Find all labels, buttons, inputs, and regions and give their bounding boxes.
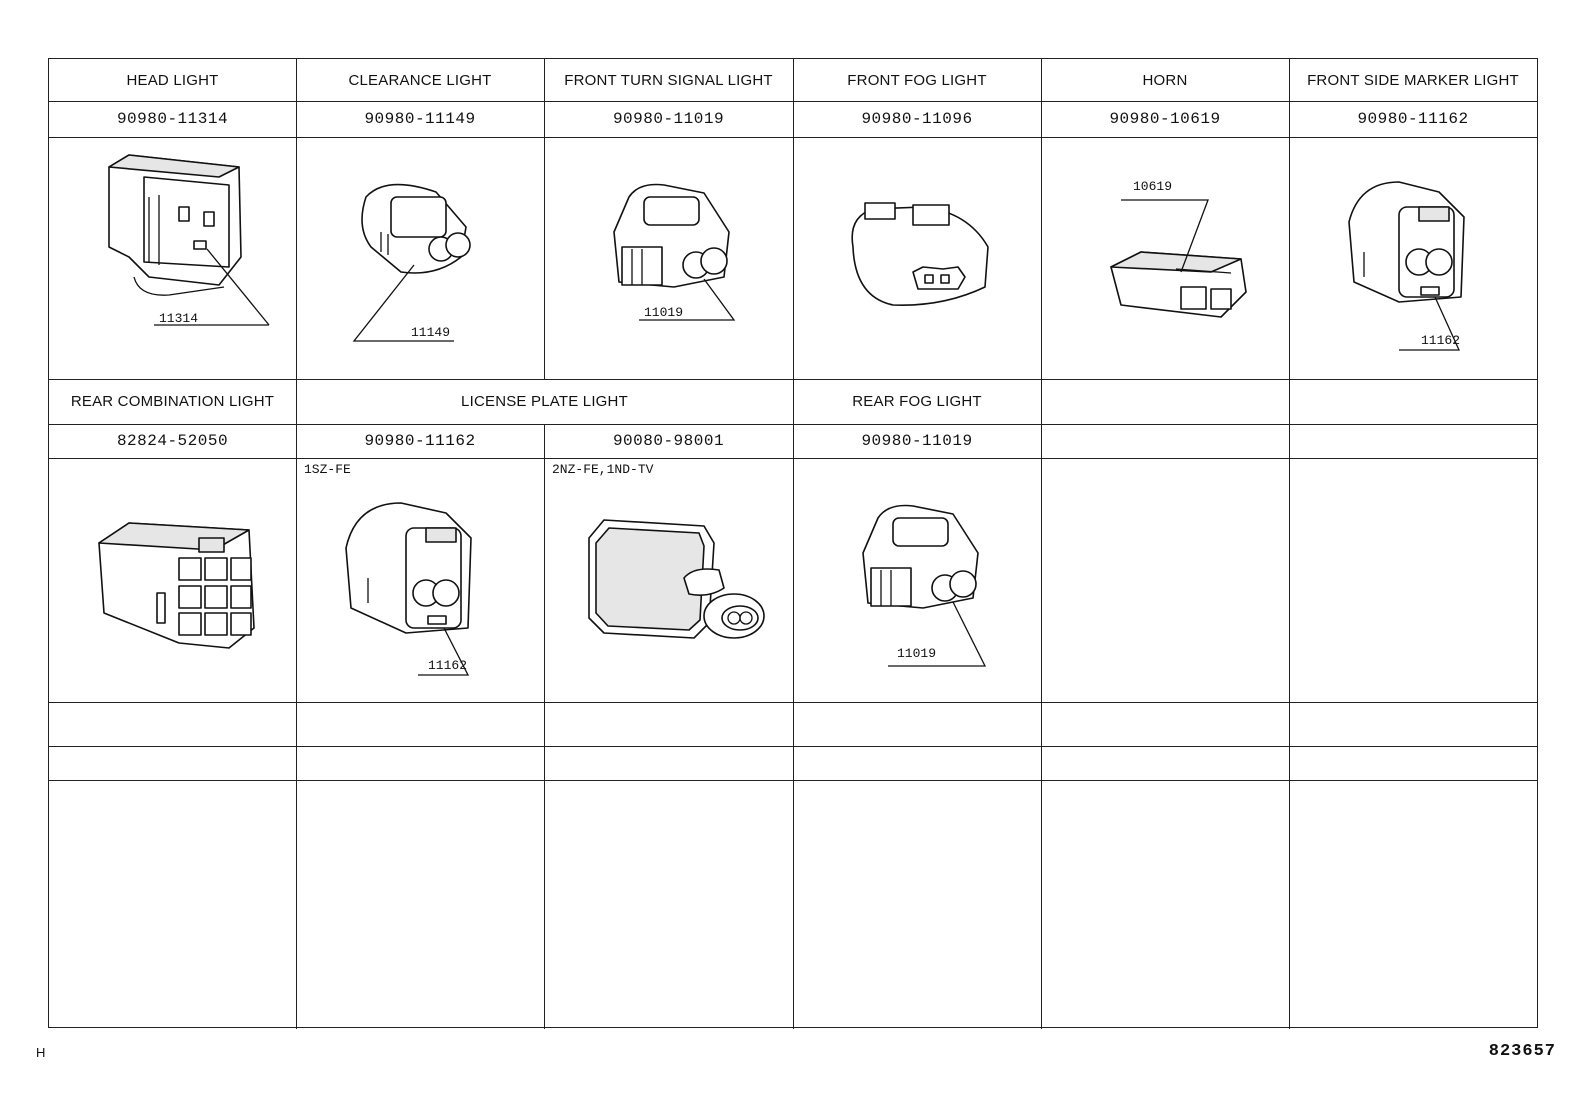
part-number: 90980-11314 xyxy=(116,110,229,128)
connector-drawing-10619: 10619 xyxy=(1041,137,1289,379)
part-number: 90080-98001 xyxy=(612,432,725,450)
connector-drawing-11149: 11149 xyxy=(296,137,544,379)
header-license-plate-light: LICENSE PLATE LIGHT xyxy=(461,393,628,410)
col-rule xyxy=(544,424,545,1029)
part-number: 82824-52050 xyxy=(116,432,229,450)
connector-drawing-98001: 2NZ-FE,1ND-TV xyxy=(544,458,793,702)
header-front-turn-signal-light: FRONT TURN SIGNAL LIGHT xyxy=(564,71,773,89)
connector-drawing-11314: 11314 xyxy=(49,137,296,379)
header-clearance-light: CLEARANCE LIGHT xyxy=(348,71,492,89)
header-rear-fog-light: REAR FOG LIGHT xyxy=(852,393,982,410)
part-number: 90980-11162 xyxy=(1357,110,1469,128)
callout-label: 11162 xyxy=(428,658,468,673)
figure-number: 823657 xyxy=(1488,1042,1556,1061)
header-horn: HORN xyxy=(1142,71,1188,89)
callout-label: 11019 xyxy=(897,646,937,661)
callout-label: 10619 xyxy=(1133,179,1173,194)
col-rule xyxy=(1289,59,1290,1029)
col-rule xyxy=(296,59,297,1029)
callout-label: 11019 xyxy=(644,305,684,320)
connector-drawing-11162-b: 1SZ-FE 11162 xyxy=(296,458,544,702)
engine-note: 2NZ-FE,1ND-TV xyxy=(552,462,654,477)
connector-drawing-52050 xyxy=(49,458,296,702)
part-number: 90980-10619 xyxy=(1109,110,1221,128)
callout-label: 11314 xyxy=(159,311,199,326)
header-front-fog-light: FRONT FOG LIGHT xyxy=(847,71,987,89)
header-rear-combination-light: REAR COMBINATION LIGHT xyxy=(70,393,275,410)
col-rule xyxy=(544,59,545,379)
callout-label: 11149 xyxy=(411,325,451,340)
part-number: 90980-11162 xyxy=(364,432,476,450)
col-rule xyxy=(1041,59,1042,1029)
header-front-side-marker-light: FRONT SIDE MARKER LIGHT xyxy=(1307,71,1519,89)
part-number: 90980-11149 xyxy=(364,110,476,128)
connector-drawing-11019: 11019 xyxy=(544,137,793,379)
part-number: 90980-11019 xyxy=(861,432,973,450)
footer-code: H xyxy=(36,1045,46,1060)
part-number: 90980-11096 xyxy=(861,110,973,128)
connector-drawing-11019-b: 11019 xyxy=(793,458,1041,702)
col-rule xyxy=(793,59,794,1029)
callout-label: 11162 xyxy=(1421,333,1461,348)
part-number: 90980-11019 xyxy=(612,110,725,128)
connector-drawing-11096 xyxy=(793,137,1041,379)
engine-note: 1SZ-FE xyxy=(304,462,351,477)
connector-drawing-11162: 11162 xyxy=(1289,137,1537,379)
connector-table: HEAD LIGHT CLEARANCE LIGHT FRONT TURN SI… xyxy=(48,58,1538,1029)
header-head-light: HEAD LIGHT xyxy=(126,71,219,89)
